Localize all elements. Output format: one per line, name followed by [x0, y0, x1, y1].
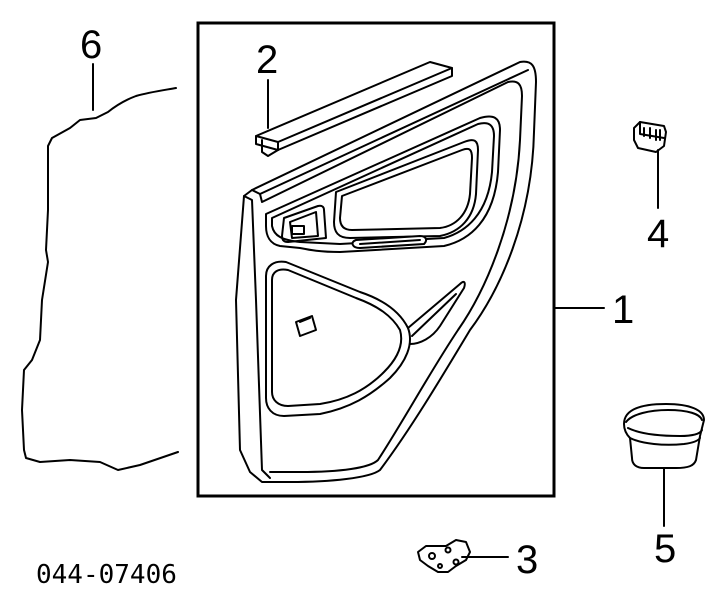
callout-6: 6	[80, 23, 102, 67]
door-outline-part-6	[21, 87, 179, 471]
callout-2: 2	[256, 38, 278, 82]
callout-3: 3	[516, 538, 538, 582]
diagram-code: 044-07406	[36, 560, 177, 590]
callout-4: 4	[647, 212, 669, 256]
callout-1: 1	[612, 288, 634, 332]
callout-5: 5	[654, 527, 676, 571]
bracket-part-3	[417, 539, 471, 573]
door-panel-group-box	[196, 21, 556, 498]
door-trim-panel-part-1	[235, 60, 537, 483]
cup-pocket-part-5	[623, 403, 705, 469]
clip-part-4	[633, 121, 667, 153]
belt-moulding-part-2	[255, 61, 453, 157]
